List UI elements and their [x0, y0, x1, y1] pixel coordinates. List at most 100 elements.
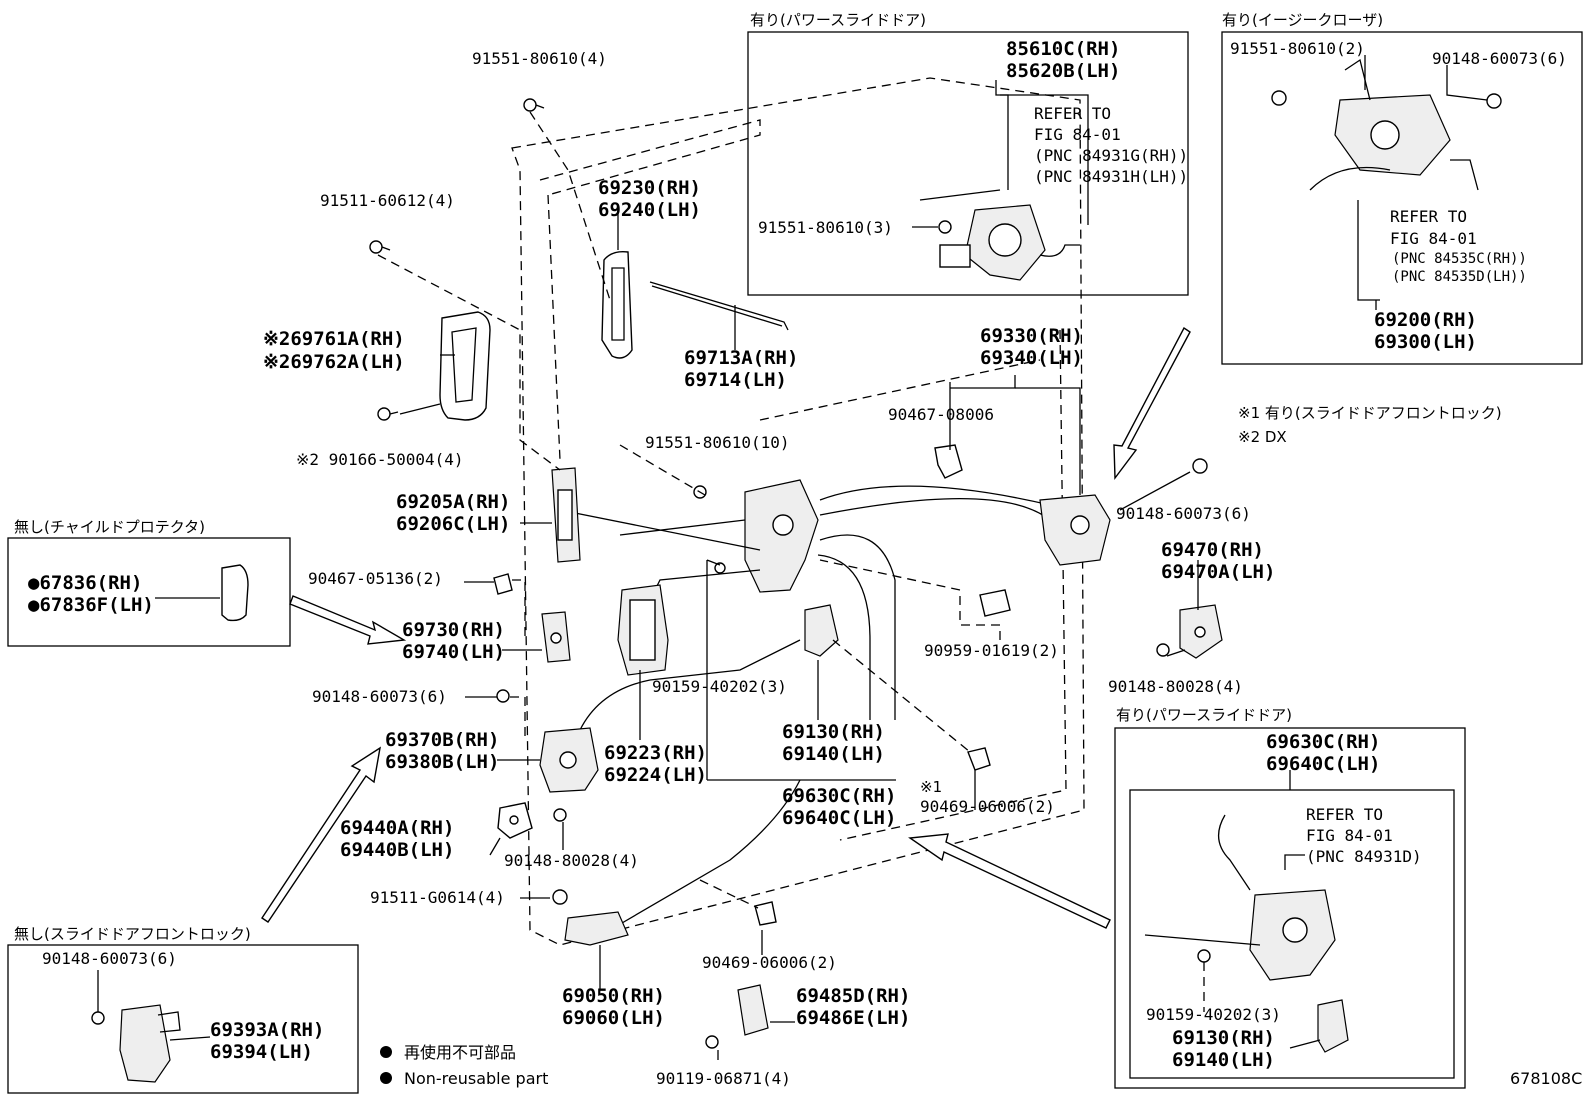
cables	[559, 485, 1051, 931]
part-number-label: 69730(RH)	[402, 619, 505, 641]
bolt-icon	[1486, 93, 1502, 109]
box-power-slide-top: 有り(パワースライドドア)	[747, 11, 1189, 296]
legend-jp: 再使用不可部品	[404, 1043, 516, 1062]
lock-plate	[497, 802, 533, 839]
bolt-icon	[496, 689, 510, 703]
part-number-label: 90959-01619(2)	[924, 641, 1059, 660]
part-number-label: 91511-60612(4)	[320, 191, 455, 210]
rear-lock	[1039, 494, 1111, 566]
part-number-label: 69470(RH)	[1161, 539, 1264, 561]
box-no-child-protector: 無し(チャイルドプロテクタ)	[7, 518, 291, 647]
part-number-label: 90119-06871(4)	[656, 1069, 791, 1088]
bullet-icon	[380, 1072, 392, 1084]
striker	[1179, 604, 1223, 659]
part-number-label: ※269761A(RH)	[263, 328, 405, 350]
power-slide-motor	[919, 189, 1080, 281]
part-number-label: 90159-40202(3)	[1146, 1005, 1281, 1024]
pointer-arrow	[289, 595, 407, 645]
part-number-label: 69630C(RH)	[782, 785, 896, 807]
refer-label: FIG 84-01	[1390, 229, 1477, 248]
part-number-label: 69300(LH)	[1374, 331, 1477, 353]
part-number-label: 90148-60073(6)	[42, 949, 177, 968]
part-number-label: 90159-40202(3)	[652, 677, 787, 696]
refer-label: REFER TO	[1306, 805, 1383, 824]
refer-label: (PNC 84931D)	[1306, 847, 1422, 866]
bullet-icon	[380, 1046, 392, 1058]
part-number-label: 69714(LH)	[684, 369, 787, 391]
clip	[967, 747, 991, 771]
part-number-label: 69340(LH)	[980, 347, 1083, 369]
clip	[934, 444, 963, 479]
refer-label: (PNC 84931H(LH))	[1034, 167, 1188, 186]
box-title: 有り(パワースライドドア)	[1116, 706, 1292, 724]
part-number-label: 69394(LH)	[210, 1041, 313, 1063]
part-number-label: ※2 90166-50004(4)	[296, 450, 464, 469]
part-number-label: 91511-G0614(4)	[370, 888, 505, 907]
inside-handle-bezel	[439, 311, 491, 421]
part-number-label: 69230(RH)	[598, 177, 701, 199]
bolt-icon	[1197, 949, 1211, 963]
part-number-label: 69713A(RH)	[684, 347, 798, 369]
part-number-label: 69206C(LH)	[396, 513, 510, 535]
power-slide-lock-assembly	[1144, 814, 1349, 1053]
part-number-label: 69130(RH)	[782, 721, 885, 743]
pointer-arrow	[261, 746, 381, 923]
part-number-label: 90148-60073(6)	[312, 687, 447, 706]
part-number-label: 90467-05136(2)	[308, 569, 443, 588]
bolt-icon	[377, 407, 399, 421]
part-number-label: 69224(LH)	[604, 764, 707, 786]
part-number-label: 91551-80610(2)	[1230, 39, 1365, 58]
outside-handle	[601, 250, 633, 359]
part-number-label: 90148-80028(4)	[504, 851, 639, 870]
remote-control	[617, 584, 669, 676]
refer-label: (PNC 84535C(RH))	[1392, 251, 1527, 267]
clip	[979, 589, 1011, 617]
part-number-label: 69380B(LH)	[385, 751, 499, 773]
bolt-icon	[714, 562, 726, 574]
part-number-label: 69200(RH)	[1374, 309, 1477, 331]
child-protector-cover	[221, 564, 249, 622]
part-number-label: 69440A(RH)	[340, 817, 454, 839]
clip	[754, 901, 777, 926]
refer-label: (PNC 84931G(RH))	[1034, 146, 1188, 165]
part-number-label: 69470A(LH)	[1161, 561, 1275, 583]
part-number-label: ●67836(RH)	[28, 572, 142, 594]
bolt-icon	[1192, 458, 1208, 474]
clip	[493, 573, 513, 595]
part-number-label: 91551-80610(4)	[472, 49, 607, 68]
part-number-label: 69740(LH)	[402, 641, 505, 663]
bolt-icon	[705, 1035, 719, 1049]
part-number-label: 69640C(LH)	[1266, 753, 1380, 775]
bolt-icon	[91, 1011, 105, 1025]
part-number-label: 85610C(RH)	[1006, 38, 1120, 60]
part-number-label: 91551-80610(3)	[758, 218, 893, 237]
pointer-arrow	[1113, 326, 1191, 481]
part-number-label: 69393A(RH)	[210, 1019, 324, 1041]
bolt-icon	[523, 98, 545, 112]
bolt-icon	[1156, 643, 1170, 657]
refer-label: REFER TO	[1390, 207, 1467, 226]
part-number-label: 69130(RH)	[1172, 1027, 1275, 1049]
part-number-label: 90148-60073(6)	[1432, 49, 1567, 68]
part-number-label: 69485D(RH)	[796, 985, 910, 1007]
bolt-icon	[938, 220, 952, 234]
note-text: ※1 有り(スライドドアフロントロック)	[1238, 404, 1502, 422]
box-no-front-lock: 無し(スライドドアフロントロック)	[7, 925, 359, 1094]
part-number-label: 69486E(LH)	[796, 1007, 910, 1029]
part-number-label: 90469-06006(2)	[702, 953, 837, 972]
box-title: 有り(イージークローザ)	[1222, 11, 1383, 29]
part-number-label: 69140(LH)	[1172, 1049, 1275, 1071]
note-text: ※1	[920, 778, 942, 796]
part-labels: 91551-80610(4) 91511-60612(4) ※269761A(R…	[28, 38, 1567, 1088]
part-number-label: 69370B(RH)	[385, 729, 499, 751]
leader-lines	[97, 55, 1488, 1060]
front-lock	[539, 727, 599, 793]
part-number-label: 91551-80610(10)	[645, 433, 790, 452]
part-number-label: 69330(RH)	[980, 325, 1083, 347]
part-number-label: 90467-08006	[888, 405, 994, 424]
refer-label: FIG 84-01	[1034, 125, 1121, 144]
center-lock	[744, 479, 819, 593]
part-number-label: 90148-80028(4)	[1108, 677, 1243, 696]
bolt-icon	[552, 889, 568, 905]
